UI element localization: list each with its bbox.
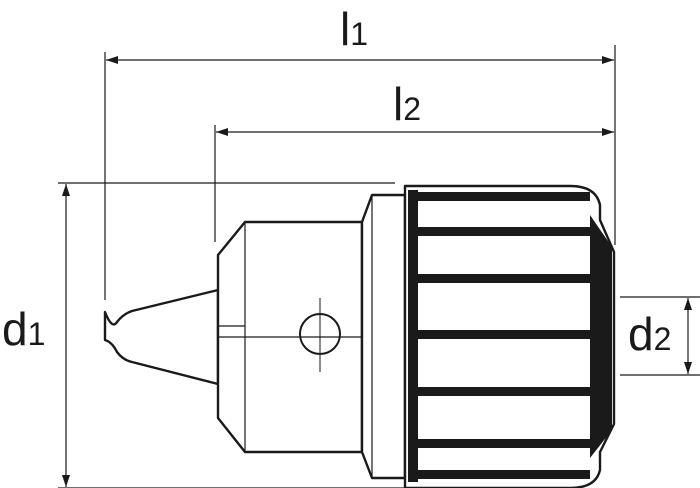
sleeve-end-shade (590, 215, 612, 458)
knurl-band-1 (418, 192, 590, 201)
label-d2: d2 (628, 308, 671, 360)
label-l1: l1 (340, 3, 368, 55)
drill-bit (103, 288, 220, 386)
knurl-band-7 (418, 470, 590, 479)
knurl-band-4 (418, 330, 590, 339)
knurl-band-3 (418, 274, 590, 283)
chuck-body (103, 184, 616, 488)
extension-lines (58, 45, 700, 488)
knurl-band-2 (418, 227, 590, 236)
knurl-band-5 (418, 387, 590, 396)
key-hole (299, 298, 341, 372)
sleeve-left-rim (408, 190, 418, 482)
label-d1: d1 (2, 303, 45, 355)
chuck-collar (360, 193, 407, 480)
dimension-labels: l1 l2 d1 d2 (2, 3, 671, 360)
dimension-lines (62, 56, 692, 487)
label-l2: l2 (393, 78, 421, 130)
knurl-band-6 (418, 439, 590, 448)
knurl-bands (408, 190, 590, 482)
